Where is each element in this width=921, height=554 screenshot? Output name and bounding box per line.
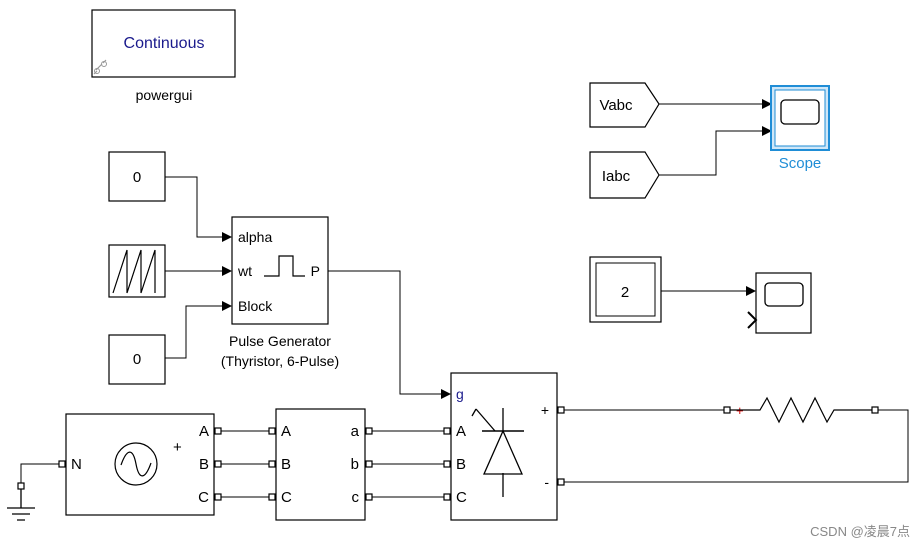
scope-block[interactable] xyxy=(770,85,830,151)
goto-tag-vabc-label: Vabc xyxy=(599,97,633,114)
powergui-name: powergui xyxy=(136,87,193,103)
meas-port-in-a: A xyxy=(281,423,291,440)
bridge-port-g: g xyxy=(456,386,464,402)
scope2-block[interactable] xyxy=(747,272,812,334)
powergui-block[interactable]: Continuous xyxy=(91,9,236,78)
bridge-port-plus: + xyxy=(541,402,549,418)
source-port-n: N xyxy=(71,456,82,473)
resistor-load-block[interactable]: + xyxy=(723,396,879,424)
ramp-block[interactable] xyxy=(108,244,166,298)
scope-screen-icon xyxy=(780,99,820,125)
source-port-a: A xyxy=(199,423,209,440)
pulse-generator-name-line2: (Thyristor, 6-Pulse) xyxy=(221,353,339,369)
meas-port-in-b: B xyxy=(281,456,291,473)
goto-tag-iabc-label: Iabc xyxy=(602,168,631,185)
display-constant-block[interactable]: 2 xyxy=(589,256,662,323)
port-wt: wt xyxy=(237,263,252,279)
bridge-port-minus: - xyxy=(544,474,549,490)
pulse-icon xyxy=(264,255,305,277)
goto-tag-iabc[interactable]: Iabc xyxy=(589,151,660,199)
thyristor-icon xyxy=(471,408,524,497)
link-icon xyxy=(93,59,107,75)
bridge-port-b: B xyxy=(456,456,466,473)
constant-alpha-block[interactable]: 0 xyxy=(108,151,166,202)
sawtooth-icon xyxy=(112,249,156,294)
chevron-icon xyxy=(747,311,758,329)
ground-icon xyxy=(7,489,35,521)
port-block: Block xyxy=(238,298,273,314)
meas-port-out-a: a xyxy=(351,423,360,440)
resistor-icon xyxy=(730,396,872,424)
port-alpha: alpha xyxy=(238,229,272,245)
constant-block-value: 0 xyxy=(133,351,141,368)
pulse-generator-name-line1: Pulse Generator xyxy=(229,333,331,349)
constant-alpha-value: 0 xyxy=(133,169,141,186)
scope2-screen-icon xyxy=(764,282,804,307)
source-port-b: B xyxy=(199,456,209,473)
meas-port-out-b: b xyxy=(351,456,359,473)
signal-lines xyxy=(20,99,909,498)
bridge-port-a: A xyxy=(456,423,466,440)
display-constant-value: 2 xyxy=(621,284,629,301)
source-port-c: C xyxy=(198,489,209,506)
meas-port-out-c: c xyxy=(352,489,360,506)
bridge-port-c: C xyxy=(456,489,467,506)
vi-measurement-block[interactable]: A B C a b c xyxy=(268,408,373,521)
port-p: P xyxy=(311,263,320,279)
thyristor-bridge-block[interactable]: g A B C + - xyxy=(443,372,565,521)
scope-name: Scope xyxy=(779,155,822,172)
watermark: CSDN @凌晨7点 xyxy=(810,524,910,539)
meas-port-in-c: C xyxy=(281,489,292,506)
three-phase-source-block[interactable]: N + A B C xyxy=(58,413,222,516)
source-plus: + xyxy=(173,439,182,456)
pulse-generator-block[interactable]: alpha wt Block P xyxy=(231,216,329,325)
goto-tag-vabc[interactable]: Vabc xyxy=(589,82,660,128)
constant-block-block[interactable]: 0 xyxy=(108,334,166,385)
ground-block[interactable] xyxy=(7,482,35,521)
ac-source-icon xyxy=(114,442,158,486)
powergui-mode: Continuous xyxy=(124,35,205,52)
